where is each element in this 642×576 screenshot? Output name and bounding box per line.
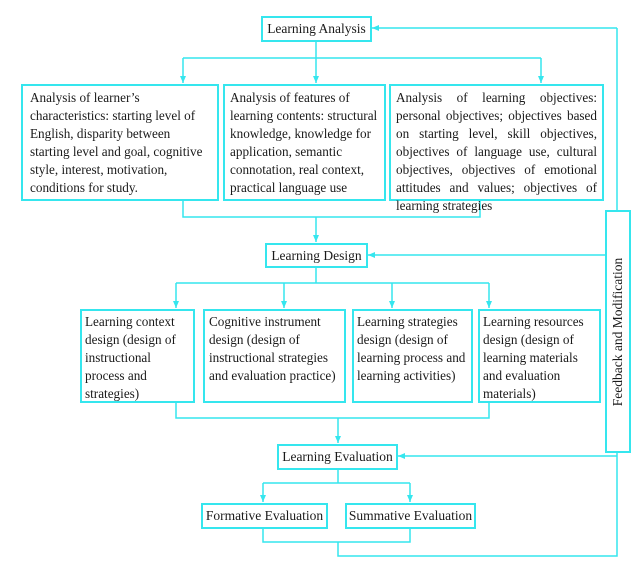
summative-evaluation-node: Summative Evaluation	[345, 503, 476, 529]
learning-contents-node: Analysis of features of learning content…	[223, 84, 386, 201]
connector	[175, 402, 490, 419]
resources-design-node: Learning resources design (design of lea…	[478, 309, 601, 403]
formative-evaluation-node: Formative Evaluation	[201, 503, 328, 529]
cognitive-design-node: Cognitive instrument design (design of i…	[203, 309, 346, 403]
strategies-design-node: Learning strategies design (design of le…	[352, 309, 473, 403]
connector	[262, 528, 411, 543]
learning-analysis-node: Learning Analysis	[261, 16, 372, 42]
context-design-node: Learning context design (design of instr…	[80, 309, 195, 403]
connector	[182, 200, 481, 218]
feedback-modification-node: Feedback and Modification	[605, 210, 631, 453]
learner-characteristics-node: Analysis of learner’s characteristics: s…	[21, 84, 219, 201]
learning-design-node: Learning Design	[265, 243, 368, 268]
learning-evaluation-node: Learning Evaluation	[277, 444, 398, 470]
learning-objectives-node: Analysis of learning objectives: persona…	[389, 84, 604, 213]
feedback-modification-label: Feedback and Modification	[610, 257, 625, 406]
